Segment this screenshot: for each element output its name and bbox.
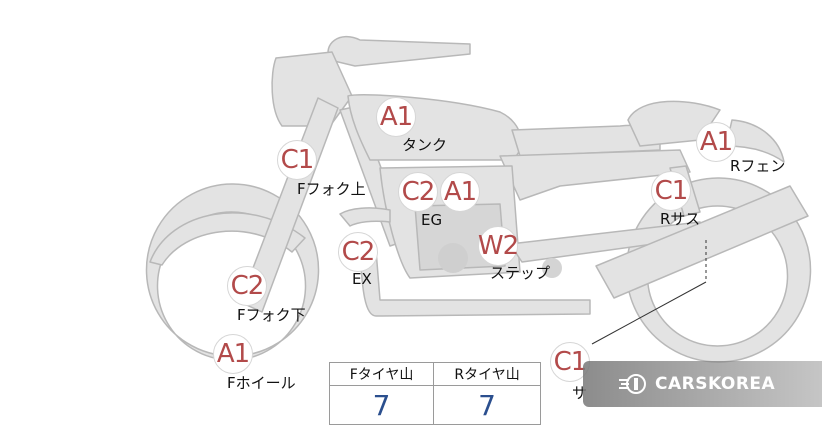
badge-code: W2 [477,231,519,261]
label-eg: EG [421,211,443,229]
badge-code: C1 [654,176,689,206]
rear-fender [725,119,785,163]
badge-code: C2 [401,177,436,207]
badge-code: C2 [230,271,265,301]
rear-tire-header: Rタイヤ山 [433,362,541,386]
badge-fork-upper: C1 [277,140,317,180]
label-rear-fender: Rフェン [730,157,786,175]
badge-eg-c2: C2 [398,172,438,212]
label-tank: タンク [402,136,448,154]
badge-code: C1 [280,145,315,175]
step-detail-dot [542,258,562,278]
exhaust-pipe-upper [339,207,391,227]
muffler [595,185,809,299]
leader-line-2 [591,281,707,345]
badge-code: C2 [341,237,376,267]
brand-watermark: CARSKOREA [583,361,822,407]
badge-code: A1 [216,339,250,369]
badge-exhaust: C2 [338,232,378,272]
label-exhaust: EX [352,270,372,288]
label-rear-suspension: Rサス [660,210,701,228]
brand-logo-icon [619,374,646,394]
badge-rear-suspension: C1 [651,171,691,211]
front-tire-header: Fタイヤ山 [328,362,435,386]
badge-tank: A1 [376,97,416,137]
front-tire-value: 7 [328,385,435,425]
brand-name: CARSKOREA [655,374,776,394]
rear-tire-value: 7 [433,385,541,425]
label-front-wheel: Fホイール [227,374,296,392]
side-frame [499,149,691,201]
badge-code: C1 [553,347,588,377]
badge-eg-a1: A1 [440,172,480,212]
badge-rear-fender: A1 [696,122,736,162]
engine-detail-dot [438,243,468,273]
badge-front-wheel: A1 [213,334,253,374]
label-fork-upper: Fフォク上 [297,180,366,198]
badge-code: A1 [443,177,477,207]
front-fender [149,212,306,266]
tire-tread-table: Fタイヤ山 Rタイヤ山 7 7 [328,362,541,425]
badge-fork-lower: C2 [227,266,267,306]
handlebar [327,35,471,67]
label-fork-lower: Fフォク下 [237,306,306,324]
badge-step: W2 [477,226,519,266]
badge-code: A1 [699,127,733,157]
badge-code: A1 [379,102,413,132]
label-step: ステップ [490,264,551,282]
